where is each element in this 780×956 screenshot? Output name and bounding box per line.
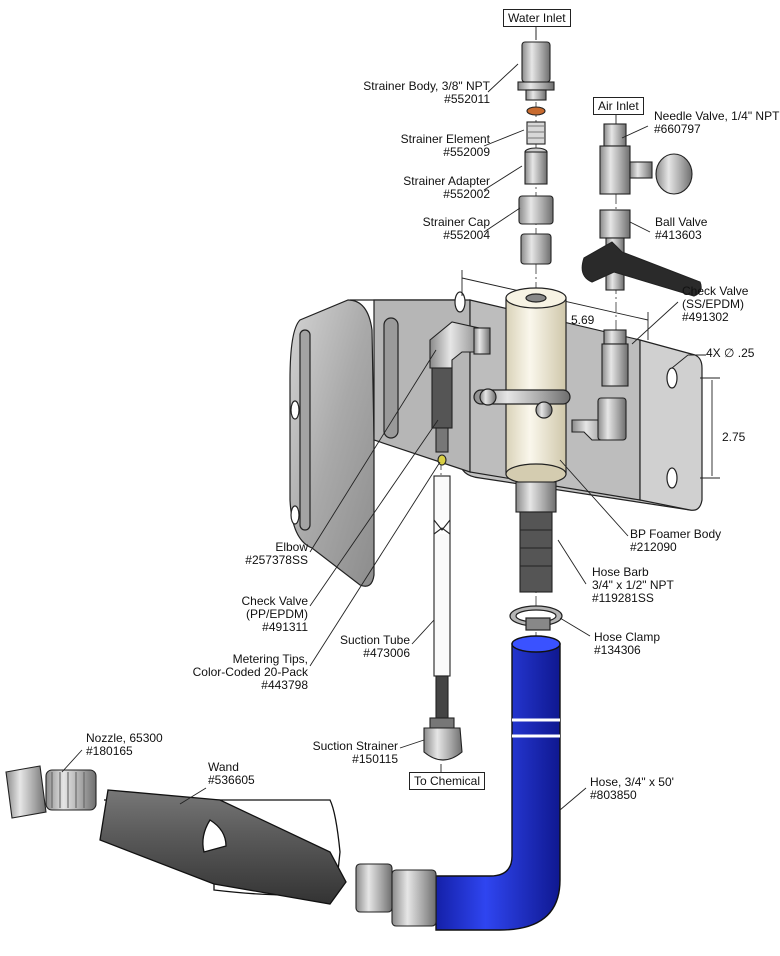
label-hose-clamp: Hose Clamp#134306 — [594, 630, 661, 657]
hose-barb — [515, 481, 557, 593]
label-nozzle: Nozzle, 65300#180165 — [86, 731, 163, 758]
dimension-height: 2.75 — [722, 430, 746, 444]
dimension-width: 5.69 — [571, 313, 595, 327]
label-wand: Wand#536605 — [208, 760, 255, 787]
air-inlet-box: Air Inlet — [593, 97, 644, 115]
air-valves — [581, 123, 702, 297]
check-valve-ss — [601, 329, 629, 387]
label-ball-valve: Ball Valve#413603 — [655, 215, 708, 242]
suction-tube — [423, 475, 463, 761]
label-metering-tips: Metering Tips,Color-Coded 20-Pack#443798 — [192, 652, 308, 692]
hose-clamp — [509, 605, 563, 631]
to-chemical-box: To Chemical — [409, 772, 486, 790]
label-strainer-cap: Strainer Cap#552004 — [422, 215, 490, 242]
label-needle-valve: Needle Valve, 1/4" NPT#660797 — [654, 109, 780, 136]
label-strainer-element: Strainer Element#552009 — [400, 132, 490, 159]
hose-fitting — [355, 863, 437, 927]
nozzle — [5, 765, 97, 819]
label-suction-tube: Suction Tube#473006 — [339, 633, 410, 660]
hose — [435, 635, 561, 931]
label-bp-foamer-body: BP Foamer Body#212090 — [630, 527, 722, 554]
label-hose: Hose, 3/4" x 50'#803850 — [590, 775, 674, 802]
wand — [99, 789, 347, 905]
leader-lines — [61, 22, 679, 811]
label-suction-strainer: Suction Strainer#150115 — [312, 739, 398, 766]
label-strainer-body: Strainer Body, 3/8" NPT#552011 — [363, 79, 490, 106]
elbow-right — [571, 397, 627, 441]
label-check-valve-pp: Check Valve(PP/EPDM)#491311 — [241, 594, 308, 634]
dimension-holes: 4X ∅ .25 — [706, 346, 755, 360]
water-inlet-box: Water Inlet — [503, 9, 571, 27]
elbow-left — [429, 321, 491, 466]
bp-foamer-body — [473, 287, 571, 485]
label-strainer-adapter: Strainer Adapter#552002 — [403, 174, 490, 201]
label-elbow: Elbow#257378SS — [245, 540, 308, 567]
strainer-stack — [517, 41, 555, 265]
label-check-valve-ss: Check Valve(SS/EPDM)#491302 — [682, 284, 749, 324]
